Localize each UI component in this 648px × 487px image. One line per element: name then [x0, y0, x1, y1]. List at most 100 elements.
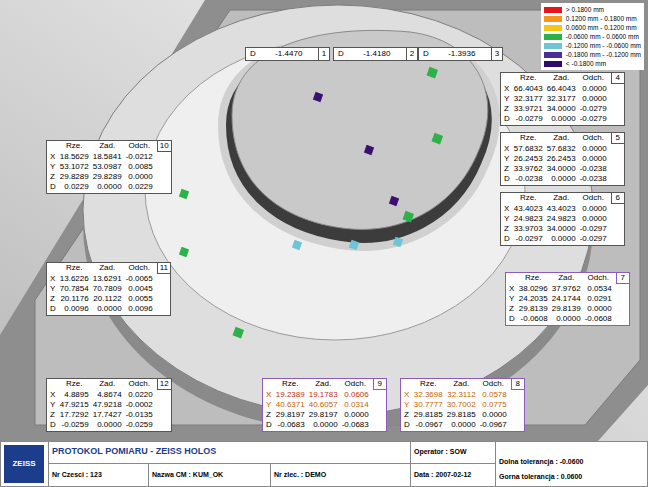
legend-swatch — [544, 25, 562, 31]
point-marker — [233, 327, 245, 339]
table-cell: D — [266, 420, 272, 430]
measured-value: 38.0296 — [519, 284, 548, 293]
column-header: Odch. — [129, 141, 150, 150]
table-cell: 34.0000 — [547, 104, 576, 114]
empty-cell — [157, 162, 171, 172]
axis-label: X — [50, 390, 55, 399]
table-cell: Odch. — [580, 73, 607, 84]
column-header: Rze. — [420, 379, 436, 388]
callout-number: 4 — [616, 73, 620, 82]
measured-value: -0.0297 — [516, 234, 543, 243]
table-cell: Rze. — [514, 193, 543, 204]
table-cell: -0.0065 — [126, 274, 153, 284]
table-cell: Z — [504, 104, 510, 114]
table-cell: D — [504, 114, 510, 124]
measured-value: 24.9823 — [514, 214, 543, 223]
measured-value: 43.4023 — [514, 204, 543, 213]
table-cell: 37.9762 — [552, 284, 581, 294]
deviation-value: -0.0967 — [480, 420, 507, 429]
table-rule — [48, 463, 495, 464]
table-cell: 47.9215 — [60, 400, 89, 410]
deviation-value: 0.0229 — [128, 182, 152, 191]
axis-label: Z — [266, 410, 271, 419]
table-cell: Odch. — [580, 193, 607, 204]
table-cell: Y — [504, 214, 510, 224]
deviation-value: 0.0314 — [344, 400, 368, 409]
table-cell: 0.0775 — [480, 400, 507, 410]
legend-swatch — [544, 43, 562, 49]
axis-label: Y — [404, 400, 409, 409]
legend: > 0.1800 mm0.1200 mm - 0.1800 mm0.0600 m… — [541, 3, 644, 70]
table-cell: Rze. — [60, 379, 89, 390]
footer-field: Dolna tolerancja : -0.0600 — [499, 457, 583, 466]
measurement-table: Rze.Zad.Odch.5X57.683257.68320.0000Y26.2… — [500, 132, 625, 186]
table-cell: 40.6057 — [309, 400, 338, 410]
table-cell: -0.0002 — [126, 400, 153, 410]
logo-text: ZEISS — [4, 459, 44, 468]
table-cell: 66.4043 — [514, 84, 543, 94]
table-cell: 18.5841 — [93, 152, 122, 162]
table-cell: 0.0000 — [580, 214, 607, 224]
table-cell: 0.0000 — [547, 174, 576, 184]
table-cell: 0.0000 — [580, 144, 607, 154]
deviation-value: 0.0085 — [128, 162, 152, 171]
empty-cell — [504, 193, 510, 204]
table-cell: 0.0534 — [585, 284, 612, 294]
table-cell: 33.9762 — [514, 164, 543, 174]
nominal-value: 13.6291 — [93, 274, 122, 283]
table-cell: D — [50, 304, 56, 314]
nominal-value: 29.8197 — [309, 410, 338, 419]
empty-cell — [157, 304, 170, 314]
legend-text: < -0.1800 mm — [566, 59, 606, 68]
axis-label: Y — [504, 214, 509, 223]
point-marker — [292, 240, 302, 250]
table-cell: 0.0000 — [126, 172, 153, 182]
empty-cell — [157, 390, 171, 400]
empty-cell — [157, 400, 171, 410]
empty-cell — [611, 94, 624, 104]
table-cell: Y — [509, 294, 515, 304]
table-cell: 33.9721 — [514, 104, 543, 114]
table-cell: Zad. — [93, 263, 122, 274]
table-cell: 0.0000 — [580, 204, 607, 214]
callout-number: 5 — [616, 133, 620, 142]
deviation-value: 0.0606 — [344, 390, 368, 399]
measured-value: 53.1072 — [60, 162, 89, 171]
empty-cell — [611, 204, 624, 214]
empty-cell — [157, 182, 171, 192]
table-cell: -0.0683 — [342, 420, 369, 430]
table-cell: 13.6291 — [93, 274, 122, 284]
table-cell: Z — [50, 172, 56, 182]
legend-swatch — [544, 7, 562, 13]
empty-cell — [157, 410, 171, 420]
background — [0, 0, 648, 441]
nominal-value: 30.7002 — [447, 400, 476, 409]
point-marker — [393, 237, 403, 247]
legend-swatch — [544, 16, 562, 22]
point-marker — [389, 196, 399, 206]
table-cell: 0.0229 — [60, 182, 89, 192]
footer-field: Data : 2007-02-12 — [414, 470, 471, 479]
nominal-value: 37.9762 — [552, 284, 581, 293]
table-cell: -0.0212 — [126, 152, 153, 162]
table-cell: X — [504, 204, 510, 214]
report-title: PROTOKOL POMIARU - ZEISS HOLOS — [52, 446, 216, 457]
deviation-value: 0.0220 — [128, 390, 152, 399]
deviation-value: -1.3936 — [433, 48, 491, 60]
table-cell: Zad. — [93, 379, 122, 390]
nominal-value: 0.0000 — [551, 114, 575, 123]
table-cell: 40.6371 — [276, 400, 305, 410]
table-cell: Z — [504, 164, 510, 174]
table-cell: Rze. — [514, 133, 543, 144]
measured-value: 33.9762 — [514, 164, 543, 173]
table-cell: Y — [50, 400, 56, 410]
nominal-value: 17.7427 — [93, 410, 122, 419]
table-cell: X — [266, 390, 272, 400]
measured-value: 70.7854 — [60, 284, 89, 293]
axis-label: D — [50, 420, 56, 429]
column-header: Zad. — [99, 263, 115, 272]
deviation-value: 0.0000 — [582, 144, 606, 153]
table-cell: 53.1072 — [60, 162, 89, 172]
boss-top — [83, 5, 593, 415]
column-header: Odch. — [583, 133, 604, 142]
